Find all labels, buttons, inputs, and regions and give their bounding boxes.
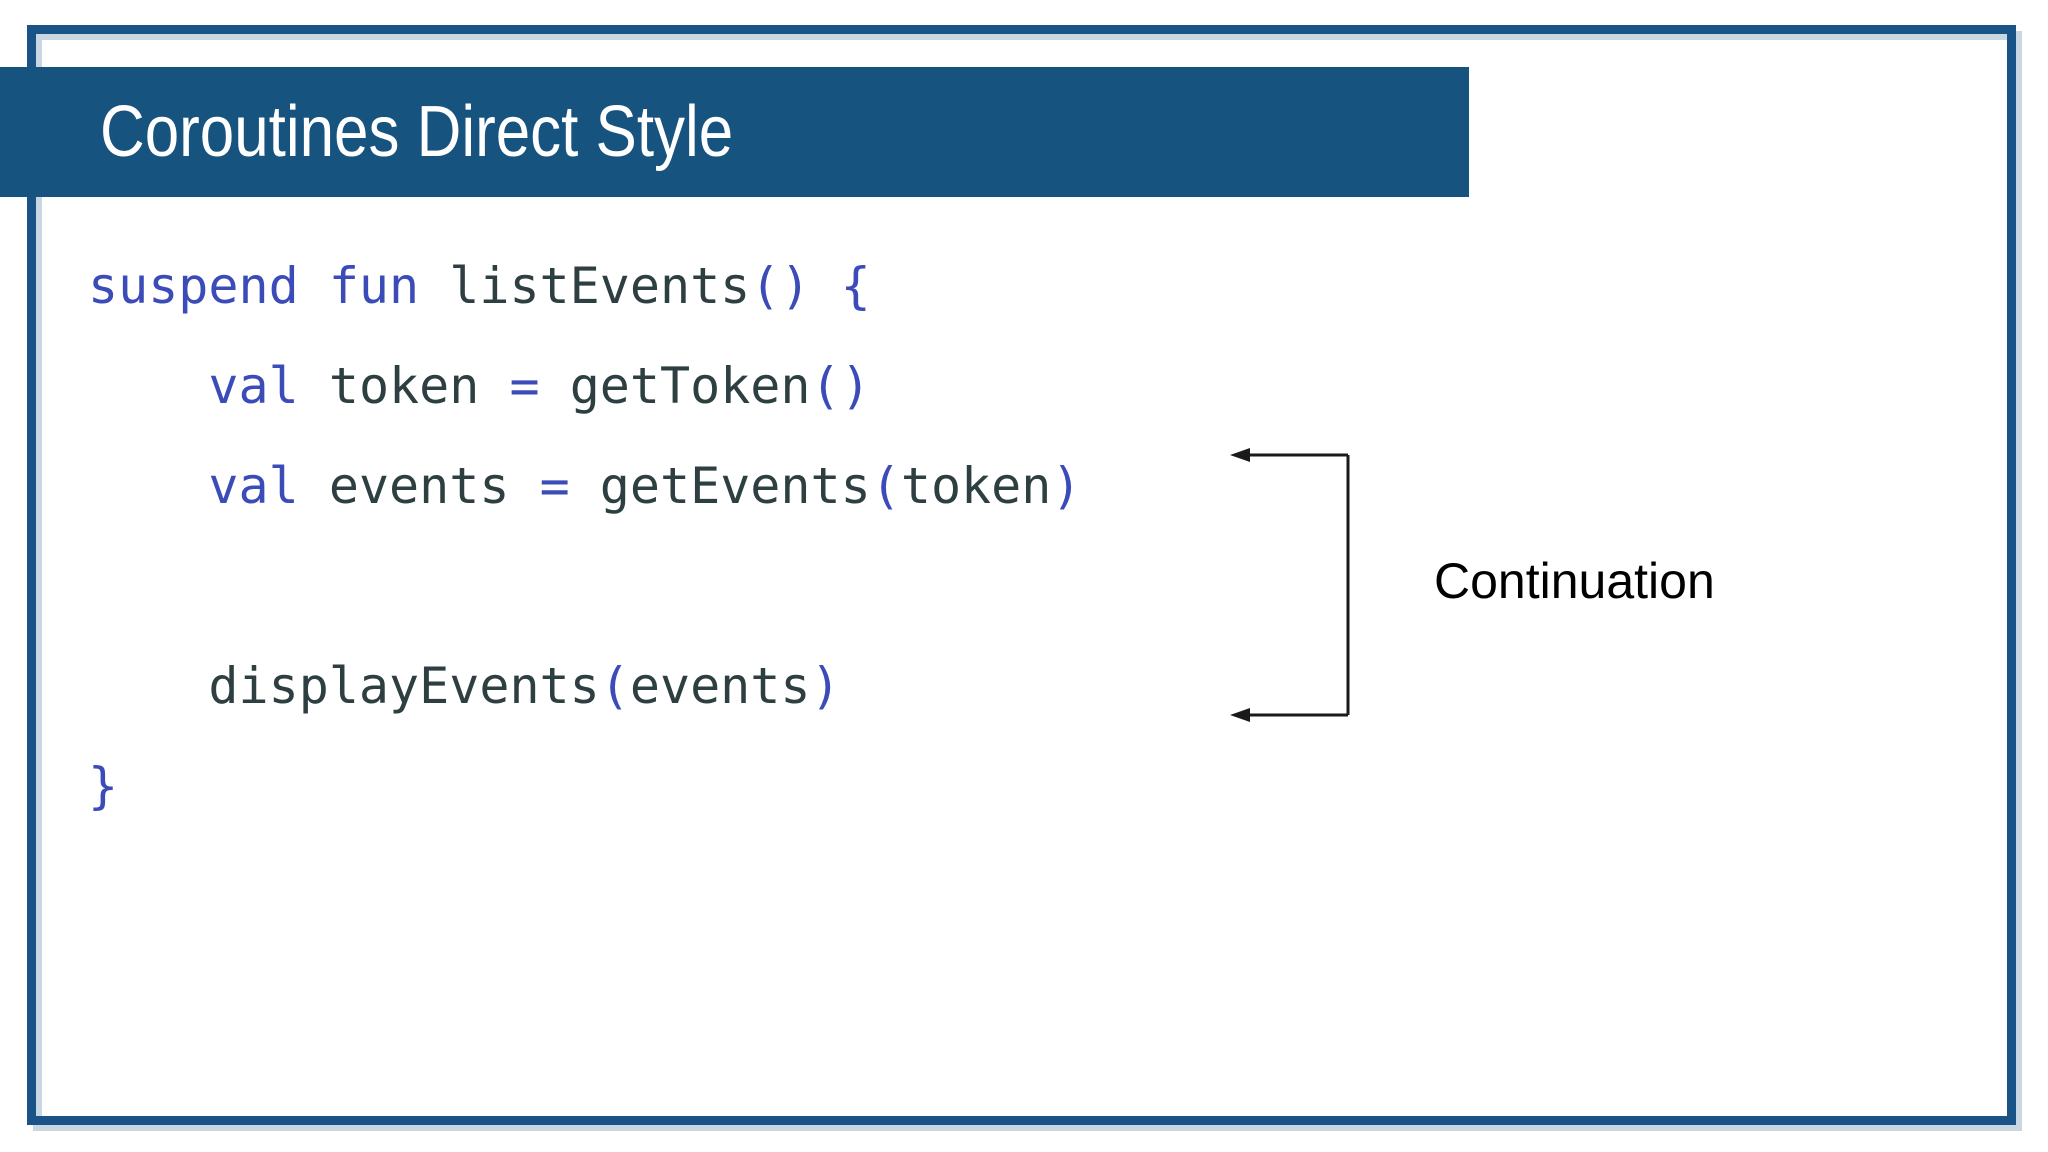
code-token: () bbox=[750, 257, 811, 315]
code-token bbox=[88, 657, 208, 715]
code-token: ) bbox=[810, 657, 841, 715]
code-token: ) bbox=[1051, 457, 1082, 515]
code-line: val token = getToken() bbox=[88, 336, 1081, 436]
code-token: () bbox=[810, 357, 871, 415]
code-token: token bbox=[900, 457, 1052, 515]
code-block: suspend fun listEvents() { val token = g… bbox=[88, 236, 1081, 836]
code-token: { bbox=[840, 257, 871, 315]
code-token: getToken bbox=[569, 357, 811, 415]
code-token bbox=[570, 457, 600, 515]
code-token: val bbox=[208, 357, 299, 415]
code-token bbox=[299, 457, 329, 515]
page-title: Coroutines Direct Style bbox=[100, 92, 734, 172]
code-token bbox=[509, 457, 539, 515]
code-token bbox=[419, 257, 449, 315]
code-token: events bbox=[328, 457, 510, 515]
code-token: ( bbox=[870, 457, 901, 515]
code-token: getEvents bbox=[599, 457, 871, 515]
continuation-label: Continuation bbox=[1434, 553, 1715, 609]
code-token bbox=[88, 457, 208, 515]
code-token: displayEvents bbox=[208, 657, 600, 715]
code-token: ( bbox=[599, 657, 630, 715]
title-banner: Coroutines Direct Style bbox=[0, 67, 1469, 197]
arrow-left-bottom-icon bbox=[1230, 708, 1250, 722]
code-token: suspend bbox=[88, 257, 299, 315]
code-line: } bbox=[88, 736, 1081, 836]
slide-frame-border bbox=[27, 25, 2016, 1125]
code-token: = bbox=[509, 357, 540, 415]
code-token: = bbox=[539, 457, 570, 515]
code-token: events bbox=[629, 657, 811, 715]
code-token: fun bbox=[328, 257, 420, 315]
code-token bbox=[299, 357, 329, 415]
code-token: } bbox=[88, 757, 119, 815]
code-token bbox=[811, 257, 841, 315]
code-line: val events = getEvents(token) bbox=[88, 436, 1081, 536]
code-token bbox=[479, 357, 509, 415]
code-line bbox=[88, 536, 1081, 636]
code-token: val bbox=[208, 457, 299, 515]
continuation-bracket bbox=[1230, 448, 1350, 722]
code-line: suspend fun listEvents() { bbox=[88, 236, 1081, 336]
code-token bbox=[88, 357, 208, 415]
code-token bbox=[540, 357, 570, 415]
code-line: displayEvents(events) bbox=[88, 636, 1081, 736]
arrow-left-top-icon bbox=[1230, 448, 1250, 462]
frame-shadow bbox=[33, 31, 2022, 1131]
code-token: token bbox=[328, 357, 480, 415]
code-token: listEvents bbox=[449, 257, 751, 315]
code-token bbox=[299, 257, 329, 315]
